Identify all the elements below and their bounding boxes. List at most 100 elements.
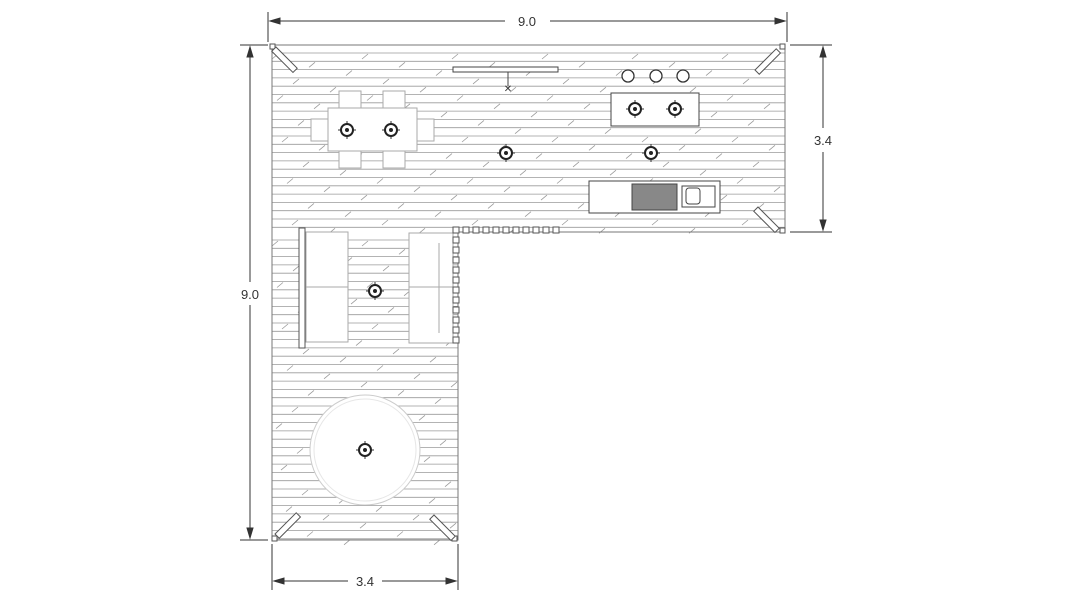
floor-board-joint <box>297 120 305 126</box>
floor-board-joint <box>493 103 501 110</box>
floor-board-joint <box>710 111 718 118</box>
floor-board-joint <box>567 120 575 126</box>
wall-shelf <box>452 66 559 86</box>
floor-board-joint <box>752 161 760 168</box>
floor-board-joint <box>482 161 490 168</box>
floor-board-joint <box>678 144 686 151</box>
floor-board-joint <box>688 227 696 234</box>
floor-board-joint <box>578 61 586 68</box>
floor-board-joint <box>472 78 480 85</box>
dimension-left <box>240 44 268 541</box>
floor-board-joint <box>705 70 713 76</box>
floor-board-joint <box>286 365 294 371</box>
light-center <box>649 151 653 155</box>
floor-board-joint <box>715 153 723 159</box>
floor-board-joint <box>423 456 431 463</box>
ceiling-light-icon <box>666 100 684 118</box>
light-center <box>345 128 349 132</box>
ceiling-light-icon <box>366 282 384 300</box>
floor-board-joint <box>477 120 485 126</box>
light-center <box>389 128 393 132</box>
floor-board-joint <box>429 169 437 176</box>
partition-block <box>452 236 460 244</box>
floor-board-joint <box>366 282 374 288</box>
floor-board-joint <box>339 356 347 363</box>
floor-board-joint <box>313 103 321 110</box>
dimension-right-label: 3.4 <box>814 133 832 148</box>
floor-board-joint <box>360 194 368 201</box>
floor-board-joint <box>535 153 543 159</box>
floor-board-joint <box>396 531 404 537</box>
dimension-top-label: 9.0 <box>518 14 536 29</box>
dimension-bottom <box>271 544 459 590</box>
floor-board-joint <box>296 448 304 454</box>
floor-board-joint <box>429 356 437 363</box>
dimension-bottom-label: 3.4 <box>356 574 374 589</box>
ceiling-light-icon <box>356 441 374 459</box>
floor-board-joint <box>301 489 309 496</box>
floor-board-joint <box>307 203 315 209</box>
floor-board-joint <box>281 136 289 143</box>
floor-board-joint <box>530 111 538 118</box>
floor-board-joint <box>615 70 623 76</box>
floor-board-joint <box>350 298 358 305</box>
floor-board-joint <box>514 128 522 135</box>
floor-board-joint <box>651 219 659 226</box>
floor-board-joint <box>397 390 405 396</box>
floor-board-joint <box>376 365 384 371</box>
ceiling-light-icon <box>642 144 660 162</box>
floor-board-joint <box>741 219 749 226</box>
floor-board-joint <box>412 514 420 521</box>
floor-board-joint <box>456 95 464 101</box>
ceiling-light-icon <box>338 121 356 139</box>
dimension-right <box>790 44 832 233</box>
floor-board-joint <box>339 169 347 176</box>
floor-board-joint <box>433 539 441 546</box>
floor-board-joint <box>731 136 739 143</box>
floor-board-joint <box>361 53 369 60</box>
floor-board-joint <box>286 178 294 184</box>
floor-board-joint <box>503 186 511 193</box>
floor-board-joint <box>302 161 310 168</box>
partition-block <box>502 226 510 234</box>
floor-board-joint <box>694 128 702 135</box>
dimension-top <box>267 12 788 42</box>
drain-board <box>631 183 678 211</box>
partition-block <box>452 316 460 324</box>
floor-board-joint <box>292 78 300 85</box>
floor-board-joint <box>668 61 676 68</box>
floor-board-joint <box>387 307 395 313</box>
floor-board-joint <box>747 120 755 126</box>
floor-board-joint <box>302 348 310 355</box>
bar-stools <box>621 69 690 83</box>
floor-board-joint <box>397 203 405 209</box>
floor-board-joint <box>662 161 670 168</box>
wall-radiator-left <box>298 227 306 349</box>
partition-block <box>452 266 460 274</box>
partition-block <box>532 226 540 234</box>
floor-board-joint <box>519 169 527 176</box>
floor-board-joint <box>773 186 781 193</box>
floor-board-joint <box>382 265 390 272</box>
floor-board-joint <box>361 240 369 247</box>
floor-board-joint <box>562 78 570 85</box>
floor-board-joint <box>275 423 283 429</box>
floor-board-joint <box>419 86 427 93</box>
light-center <box>633 107 637 111</box>
floor-board-joint <box>280 464 288 471</box>
partition-block <box>452 256 460 264</box>
floor-board-joint <box>736 178 744 184</box>
floor-board-joint <box>509 86 517 93</box>
partition-block <box>482 226 490 234</box>
floor-board-joint <box>418 414 426 421</box>
floor-board-joint <box>418 227 426 234</box>
floor-board-joint <box>428 497 436 504</box>
partition-block <box>552 226 560 234</box>
floor-board-joint <box>726 95 734 101</box>
floor-board-joint <box>398 248 406 255</box>
floor-board-joint <box>524 211 532 218</box>
floor-board-joint <box>768 144 776 151</box>
light-center <box>373 289 377 293</box>
floor-board-joint <box>604 128 612 135</box>
ceiling-light-icon <box>497 144 515 162</box>
